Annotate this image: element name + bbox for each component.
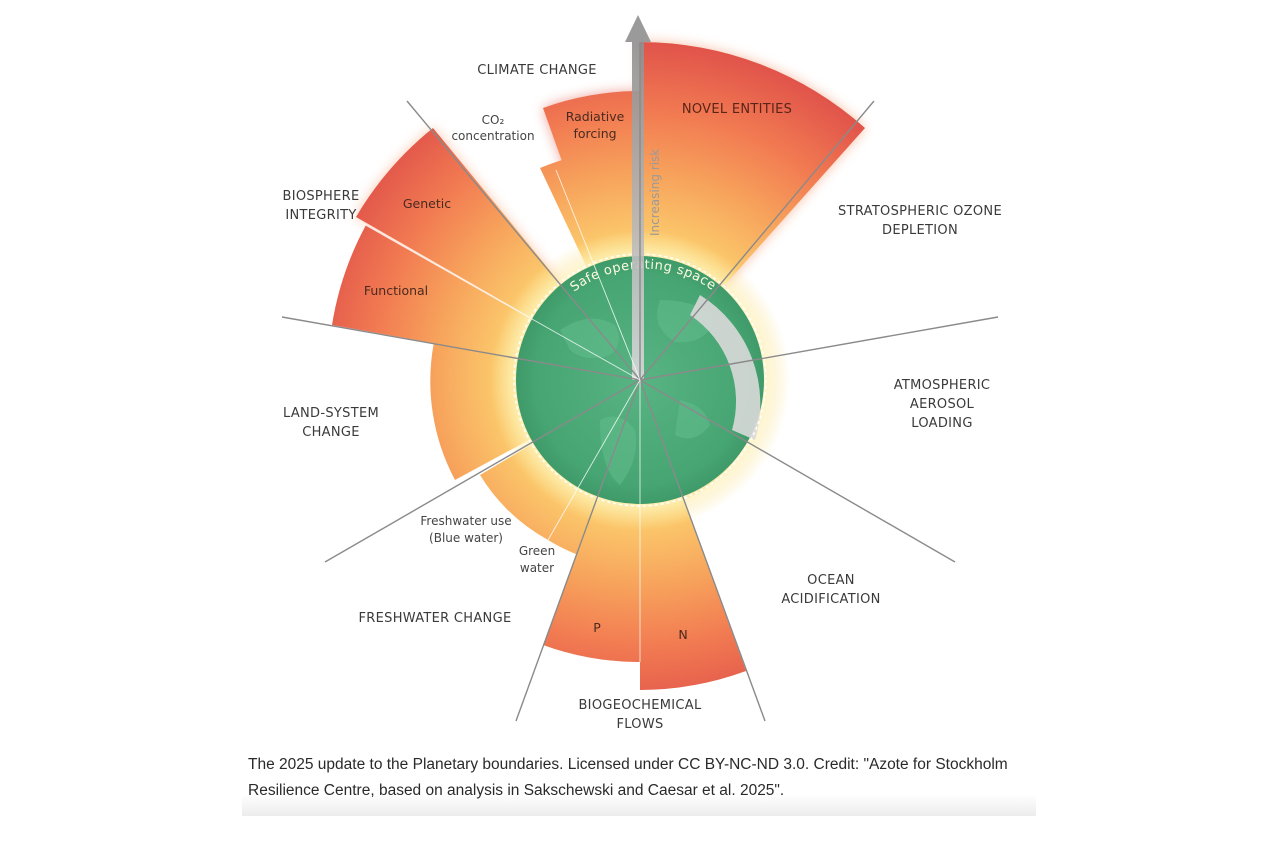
label-nitrogen: N — [678, 627, 687, 642]
label-genetic: Genetic — [403, 196, 451, 211]
label-freshwater: FRESHWATER CHANGE — [359, 611, 512, 626]
label-novel-entities: NOVEL ENTITIES — [682, 102, 792, 117]
label-ocean-1: OCEAN — [807, 573, 855, 588]
increasing-risk-arrow — [625, 15, 651, 380]
sub-dividers — [359, 169, 641, 662]
label-green-water-2: water — [520, 561, 554, 575]
label-ocean-2: ACIDIFICATION — [781, 592, 880, 607]
label-land-system-1: LAND-SYSTEM — [283, 406, 379, 421]
label-biosphere-1: BIOSPHERE — [282, 189, 359, 204]
label-radiative-2: forcing — [573, 126, 616, 141]
label-blue-water-2: (Blue water) — [429, 531, 503, 545]
label-blue-water-1: Freshwater use — [420, 514, 511, 528]
label-aerosol-3: LOADING — [911, 416, 972, 431]
label-biogeochemical-2: FLOWS — [616, 717, 663, 732]
grey-segment — [690, 295, 761, 440]
label-green-water-1: Green — [519, 544, 555, 558]
label-ozone-2: DEPLETION — [882, 223, 958, 238]
label-biogeochemical-1: BIOGEOCHEMICAL — [578, 698, 701, 713]
label-biosphere-2: INTEGRITY — [285, 208, 356, 223]
label-aerosol-2: AEROSOL — [910, 397, 975, 412]
increasing-risk-label: Increasing risk — [648, 149, 662, 236]
label-radiative-1: Radiative — [566, 109, 625, 124]
caption-box: The 2025 update to the Planetary boundar… — [242, 744, 1036, 816]
figure-caption: The 2025 update to the Planetary boundar… — [248, 756, 1008, 799]
label-phosphorus: P — [593, 620, 601, 635]
label-ozone-1: STRATOSPHERIC OZONE — [838, 204, 1002, 219]
label-climate-change: CLIMATE CHANGE — [477, 63, 597, 78]
label-co2-1: CO₂ — [482, 113, 505, 127]
label-functional: Functional — [364, 283, 428, 298]
boundary-dividers — [281, 42, 999, 722]
safe-boundary-ring — [513, 253, 767, 507]
label-co2-2: concentration — [451, 129, 534, 143]
label-aerosol-1: ATMOSPHERIC — [894, 378, 991, 393]
label-land-system-2: CHANGE — [302, 425, 360, 440]
